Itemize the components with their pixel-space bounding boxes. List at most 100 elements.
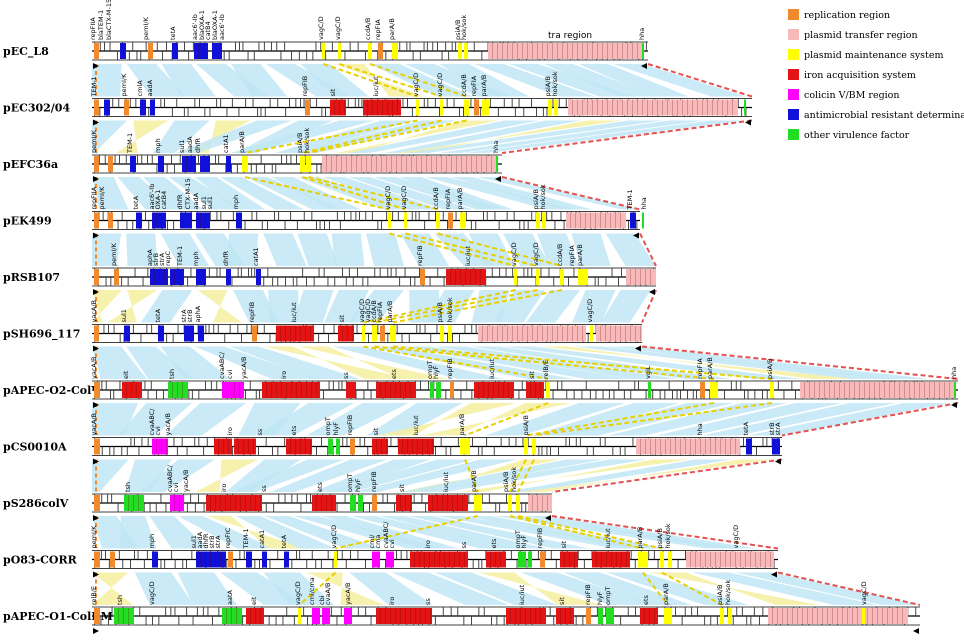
orf-tick <box>291 559 293 569</box>
homology-band <box>119 516 157 549</box>
orf-tick <box>704 616 706 625</box>
feature-block <box>556 608 574 624</box>
feature-block <box>152 551 158 568</box>
orf-tick <box>333 324 335 334</box>
feature-stripe <box>390 382 391 398</box>
feature-stripe <box>522 325 523 342</box>
feature-block <box>586 608 591 624</box>
feature-block <box>305 99 310 116</box>
orf-tick <box>320 164 322 173</box>
feature-block <box>122 382 142 398</box>
orf-tick <box>248 268 249 277</box>
orf-tick <box>599 437 601 447</box>
orf-tick <box>128 51 130 60</box>
orf-tick <box>515 437 517 447</box>
homology-band <box>229 346 361 379</box>
gene-label: ccdA/B <box>460 74 468 96</box>
orf-tick <box>365 51 366 60</box>
orf-tick <box>491 616 492 625</box>
feature-stripe <box>410 495 411 511</box>
orf-tick <box>560 211 562 221</box>
gene-label: pemI/K <box>110 242 118 266</box>
gene-label: TEM-1 <box>90 76 98 97</box>
direction-arrow <box>951 402 957 408</box>
orf-tick <box>192 616 194 625</box>
gene-label: psiA/B <box>454 20 462 40</box>
direction-arrow <box>545 515 551 521</box>
feature-stripe <box>352 325 353 342</box>
feature-stripe <box>732 99 733 116</box>
orf-tick <box>377 220 379 230</box>
gene-label: pemI/K <box>142 16 150 40</box>
orf-tick <box>531 268 533 277</box>
orf-tick <box>466 381 468 390</box>
orf-tick <box>176 446 178 456</box>
homology-band <box>118 403 193 436</box>
gene-label: repFIB <box>370 471 378 492</box>
orf-tick <box>165 503 167 512</box>
feature-stripe <box>645 438 646 455</box>
feature-stripe <box>235 495 236 511</box>
feature-block <box>428 495 468 511</box>
homology-band <box>458 459 690 492</box>
homology-band <box>607 346 931 379</box>
orf-tick <box>119 381 121 390</box>
orf-tick <box>445 390 447 399</box>
orf-tick <box>285 277 286 286</box>
orf-tick <box>256 211 258 221</box>
maintenance-link <box>509 515 644 550</box>
orf-tick <box>166 42 167 51</box>
orf-tick <box>396 550 397 560</box>
gene-label: repFIIA <box>90 186 98 209</box>
legend-swatch <box>788 49 799 60</box>
feature-stripe <box>191 156 192 172</box>
feature-stripe <box>154 269 155 285</box>
feature-stripe <box>493 382 494 398</box>
homology-band <box>464 120 746 153</box>
feature-stripe <box>547 325 548 342</box>
feature-stripe <box>321 495 322 511</box>
legend-label: plasmid maintenance system <box>804 50 944 61</box>
orf-tick <box>148 220 150 230</box>
gene-label: strA <box>180 309 188 323</box>
feature-stripe <box>605 212 606 229</box>
gene-label: repFIB <box>536 528 544 549</box>
feature-stripe <box>218 438 219 455</box>
feature-stripe <box>710 438 711 455</box>
orf-tick <box>271 164 273 173</box>
gene-label: cma <box>374 535 382 549</box>
orf-tick <box>284 220 286 230</box>
feature-stripe <box>410 382 411 398</box>
gene-label: tetA <box>154 308 162 322</box>
feature-stripe <box>491 156 492 172</box>
gene-label: psiA/B <box>522 415 530 435</box>
orf-tick <box>680 390 681 399</box>
maintenance-link <box>363 289 516 324</box>
feature-stripe <box>645 269 646 285</box>
feature-stripe <box>367 99 368 116</box>
orf-tick <box>386 211 388 221</box>
orf-tick <box>226 559 228 569</box>
homology-band <box>324 290 369 323</box>
orf-tick <box>741 607 743 616</box>
orf-tick <box>137 155 138 164</box>
feature-stripe <box>712 99 713 116</box>
gene-label: pemI/K <box>98 186 106 210</box>
feature-block <box>626 269 656 285</box>
orf-tick <box>506 494 507 503</box>
feature-block <box>94 608 100 624</box>
feature-stripe <box>802 608 803 624</box>
orf-tick <box>744 390 745 399</box>
homology-band <box>692 572 878 605</box>
orf-tick <box>675 607 676 616</box>
feature-block <box>226 269 231 285</box>
orf-tick <box>281 155 282 164</box>
homology-band <box>649 572 819 605</box>
orf-tick <box>258 42 260 51</box>
orf-tick <box>141 155 143 164</box>
feature-stripe <box>441 156 442 172</box>
orf-tick <box>340 607 342 616</box>
homology-band <box>494 290 545 323</box>
